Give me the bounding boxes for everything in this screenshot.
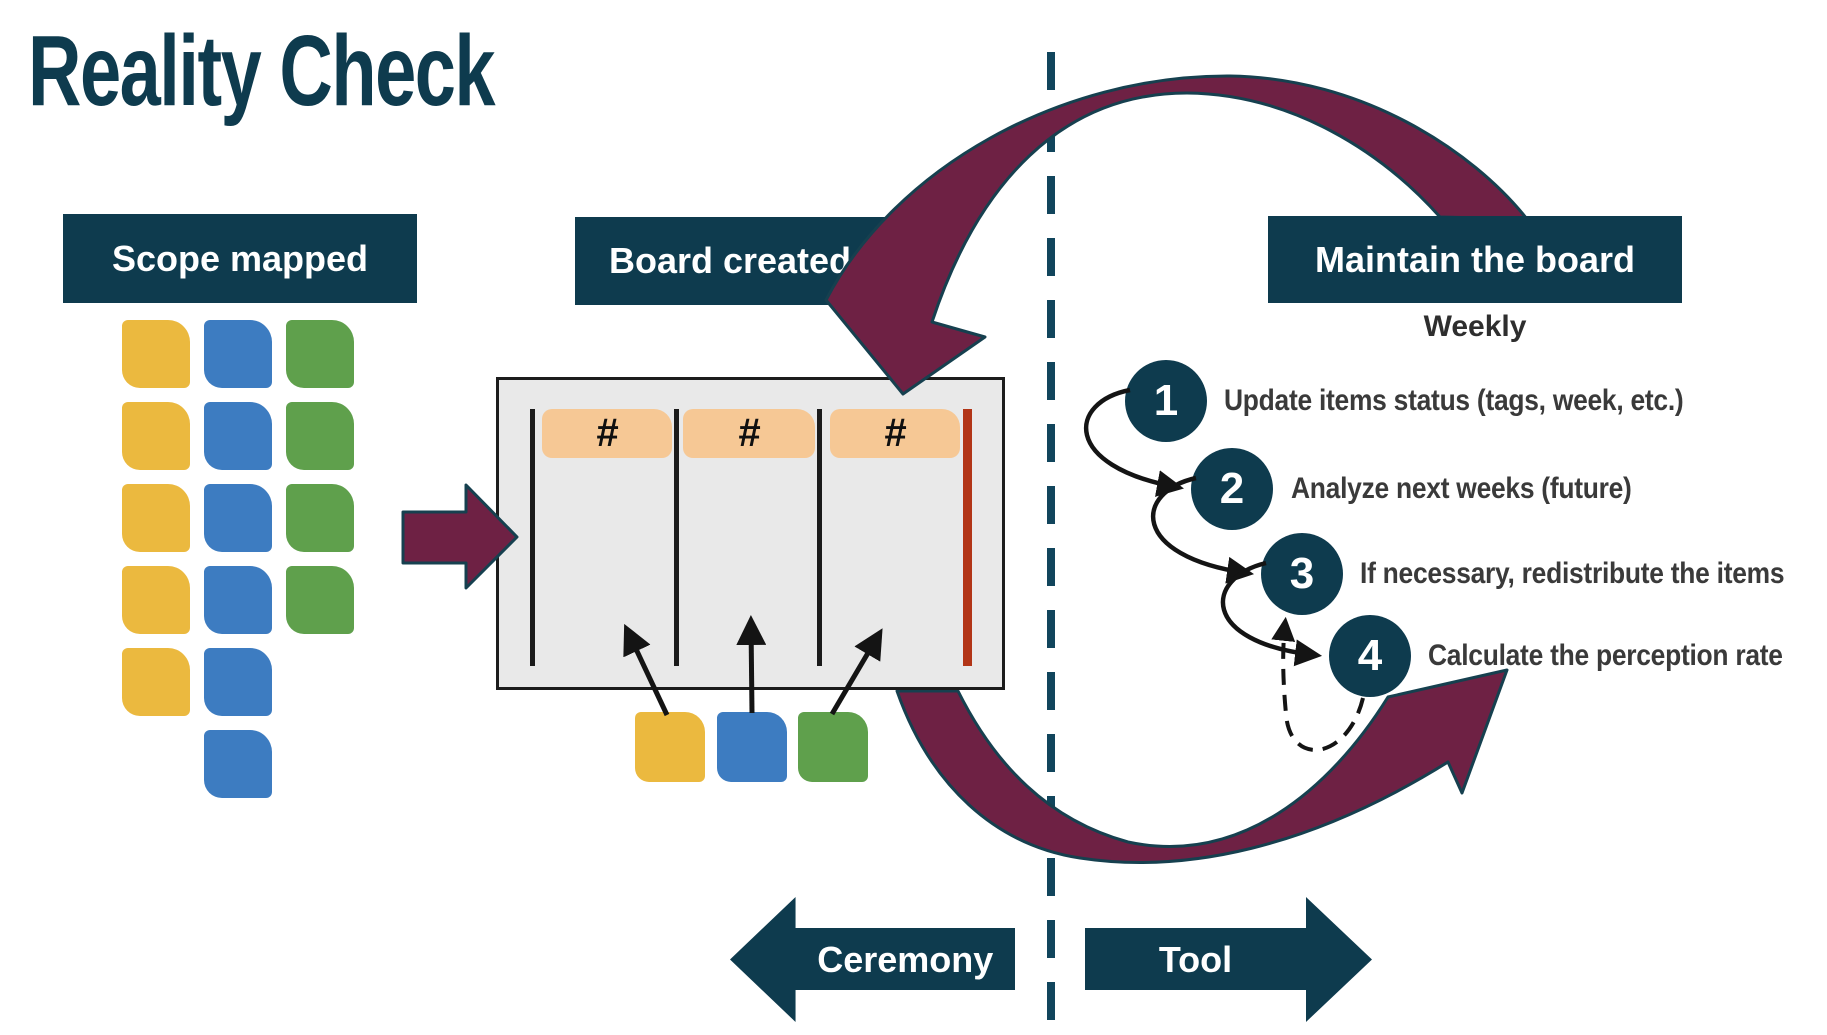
sticky-note — [204, 730, 272, 798]
scope-notes-grid — [122, 320, 354, 798]
step-label-3: If necessary, redistribute the items — [1360, 557, 1785, 590]
board-column-header: # — [683, 409, 815, 458]
sticky-note — [122, 320, 190, 388]
step-label-2: Analyze next weeks (future) — [1291, 472, 1632, 505]
step-number: 3 — [1289, 549, 1315, 598]
sticky-note — [286, 566, 354, 634]
page-title: Reality Check — [28, 15, 496, 127]
sticky-note — [122, 402, 190, 470]
sticky-note — [122, 566, 190, 634]
sticky-note — [122, 648, 190, 716]
step-label-1: Update items status (tags, week, etc.) — [1224, 384, 1684, 417]
tool-arrow: Tool — [1085, 897, 1372, 1022]
board-header: Board created — [575, 217, 885, 305]
kanban-board: # # # — [496, 377, 1005, 690]
step-number: 2 — [1219, 464, 1245, 513]
sticky-note — [122, 484, 190, 552]
scope-header: Scope mapped — [63, 214, 417, 303]
board-column-line — [674, 409, 679, 666]
step-circle-2: 2 — [1191, 448, 1273, 530]
cycle-arrow-bottom — [895, 668, 1509, 864]
board-column-header: # — [542, 409, 672, 458]
hash-label: # — [883, 411, 907, 455]
ceremony-arrow: Ceremony — [730, 897, 1015, 1022]
ceremony-label: Ceremony — [817, 938, 994, 980]
step-circle-1: 1 — [1125, 360, 1207, 442]
maintain-header-label: Maintain the board — [1314, 238, 1635, 280]
board-column-line — [817, 409, 822, 666]
sticky-note — [286, 320, 354, 388]
scope-header-label: Scope mapped — [111, 237, 369, 279]
step-circle-3: 3 — [1261, 533, 1343, 615]
step-label-4: Calculate the perception rate — [1428, 639, 1783, 672]
sticky-note — [204, 402, 272, 470]
weekly-subtitle: Weekly — [1423, 310, 1527, 343]
sticky-note — [204, 484, 272, 552]
sticky-note — [204, 648, 272, 716]
hash-label: # — [595, 411, 619, 455]
sticky-note — [798, 712, 868, 782]
maintain-header: Maintain the board — [1268, 216, 1682, 303]
sticky-note — [635, 712, 705, 782]
sticky-note — [286, 402, 354, 470]
board-limit-bar — [963, 409, 972, 666]
hash-label: # — [737, 411, 761, 455]
board-column-header: # — [830, 409, 960, 458]
tool-label: Tool — [1158, 938, 1233, 980]
board-column-line — [530, 409, 535, 666]
step-number: 4 — [1357, 631, 1383, 680]
step-circle-4: 4 — [1329, 615, 1411, 697]
sticky-note — [204, 320, 272, 388]
sticky-note — [717, 712, 787, 782]
sticky-note — [286, 484, 354, 552]
step-number: 1 — [1153, 376, 1179, 425]
sticky-note — [204, 566, 272, 634]
board-header-label: Board created — [608, 240, 852, 281]
